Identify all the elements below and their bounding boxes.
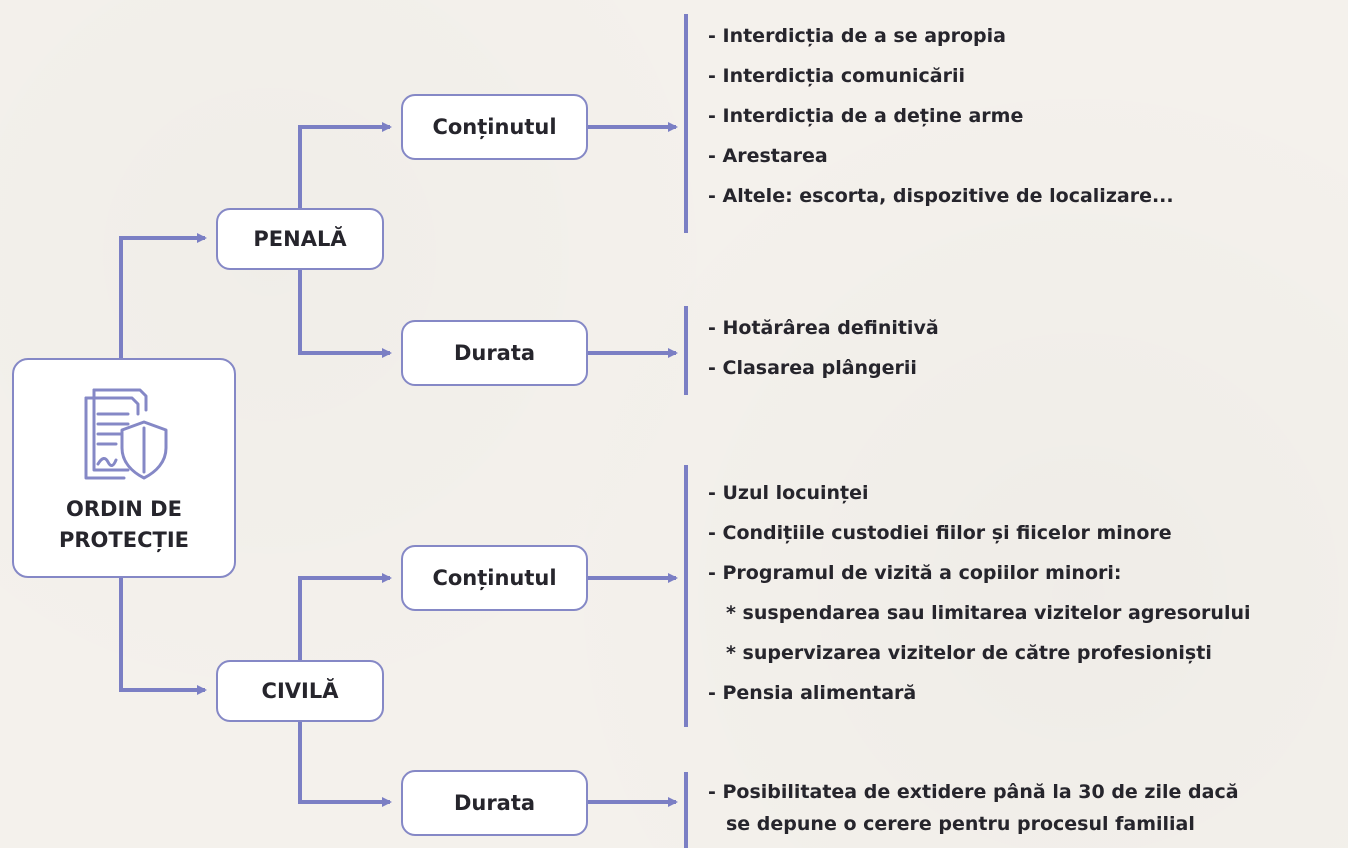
list-item: * suspendarea sau limitarea vizitelor ag… <box>726 602 1251 624</box>
list-item: - Pensia alimentară <box>708 682 917 704</box>
connector-root-penala <box>119 233 207 358</box>
branch-civila-label: CIVILĂ <box>261 679 339 703</box>
list-item: se depune o cerere pentru procesul famil… <box>726 813 1195 835</box>
list-item: - Hotărârea definitivă <box>708 317 939 339</box>
civila-durata-list: - Posibilitatea de extidere până la 30 d… <box>708 776 1239 840</box>
civila-continut-label: Conținutul <box>432 566 557 590</box>
penala-durata-list: - Hotărârea definitivă - Clasarea plânge… <box>708 308 939 388</box>
list-item: - Uzul locuinței <box>708 482 869 504</box>
list-item: - Arestarea <box>708 145 828 167</box>
branch-civila: CIVILĂ <box>216 660 384 722</box>
penala-durata-node: Durata <box>401 320 588 386</box>
penala-continut-label: Conținutul <box>432 115 557 139</box>
connector-penala-durata <box>298 270 392 358</box>
list-item: - Interdicția de a deține arme <box>708 105 1024 127</box>
root-label-line2: PROTECȚIE <box>59 528 189 552</box>
civila-continut-list: - Uzul locuinței - Condițiile custodiei … <box>708 473 1251 713</box>
connector-civila-durata <box>298 722 392 807</box>
civila-durata-label: Durata <box>453 791 536 815</box>
penala-durata-label: Durata <box>453 341 536 365</box>
root-label-line1: ORDIN DE <box>66 497 182 521</box>
list-item: - Programul de vizită a copiilor minori: <box>708 562 1122 584</box>
document-shield-icon <box>74 380 174 484</box>
root-node: ORDIN DE PROTECȚIE <box>12 358 236 578</box>
root-label: ORDIN DE PROTECȚIE <box>59 494 189 556</box>
penala-continut-list: - Interdicția de a se apropia - Interdic… <box>708 16 1174 216</box>
penala-continut-node: Conținutul <box>401 94 588 160</box>
list-item: - Interdicția de a se apropia <box>708 25 1006 47</box>
connector-penala-continut <box>298 122 392 208</box>
civila-continut-node: Conținutul <box>401 545 588 611</box>
list-item: - Posibilitatea de extidere până la 30 d… <box>708 781 1239 803</box>
list-item: - Condițiile custodiei fiilor și fiicelo… <box>708 522 1172 544</box>
connector-root-civila <box>119 578 207 695</box>
list-item: - Altele: escorta, dispozitive de locali… <box>708 185 1174 207</box>
list-item: * supervizarea vizitelor de către profes… <box>726 642 1212 664</box>
branch-penala-label: PENALĂ <box>253 227 347 251</box>
list-item: - Clasarea plângerii <box>708 357 917 379</box>
civila-durata-node: Durata <box>401 770 588 836</box>
branch-penala: PENALĂ <box>216 208 384 270</box>
connector-civila-continut <box>298 573 392 660</box>
list-item: - Interdicția comunicării <box>708 65 966 87</box>
